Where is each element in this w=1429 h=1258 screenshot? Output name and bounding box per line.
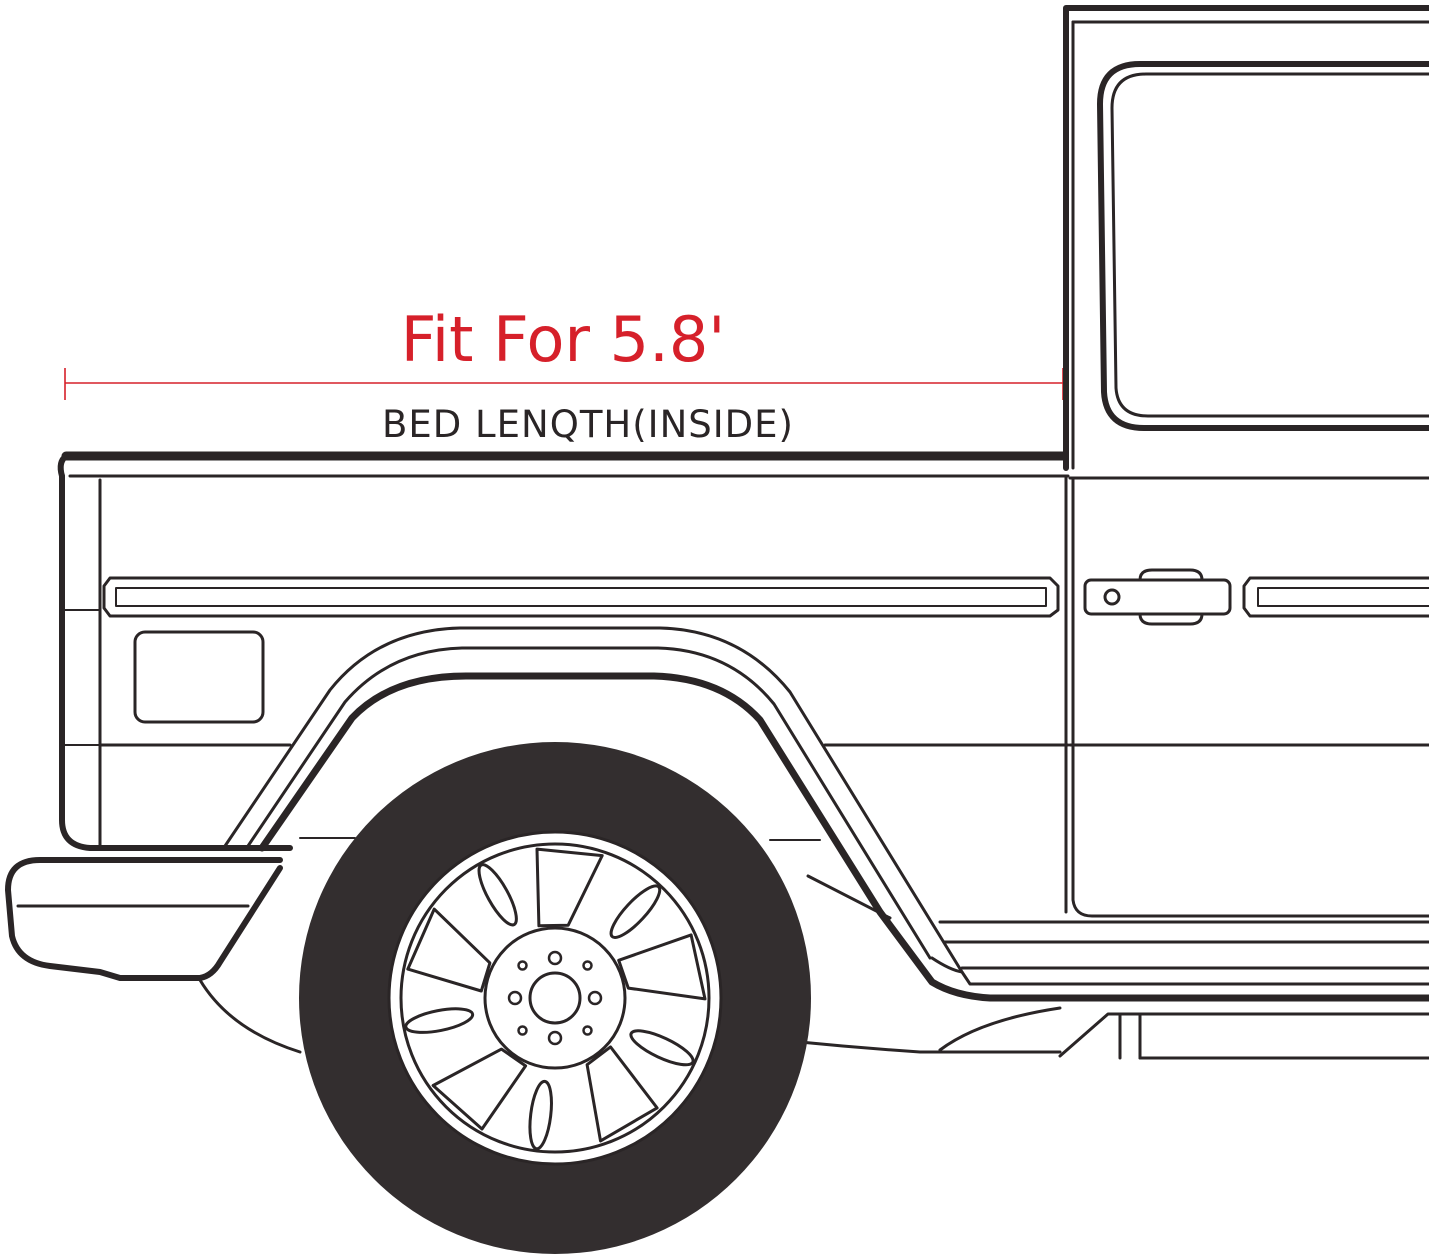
rear-bumper bbox=[5, 837, 821, 1054]
lug-nut bbox=[582, 1025, 593, 1036]
lug-nut bbox=[587, 990, 603, 1006]
wheel-window bbox=[609, 884, 662, 939]
tailgate bbox=[59, 473, 293, 851]
lug-nut bbox=[517, 960, 528, 971]
lug-nut bbox=[547, 1030, 563, 1046]
bed-side-trim bbox=[102, 576, 1060, 618]
door-handle bbox=[1083, 568, 1232, 626]
wheel-spoke bbox=[406, 907, 492, 993]
wheel-window bbox=[477, 863, 518, 927]
wheel-window bbox=[629, 1029, 695, 1067]
bed-length-caption: BED LENQTH(INSIDE) bbox=[382, 403, 794, 446]
rear-wheel bbox=[299, 742, 811, 1254]
fender-flare bbox=[223, 626, 1429, 1002]
truck-bed bbox=[57, 451, 1070, 914]
lug-nut bbox=[582, 960, 593, 971]
wheel-spoke bbox=[535, 847, 604, 928]
fit-for-label: Fit For 5.8' bbox=[400, 303, 726, 376]
cab bbox=[1063, 5, 1429, 918]
underbody bbox=[798, 874, 1429, 1060]
wheel-window bbox=[528, 1079, 553, 1151]
cab-door-outline bbox=[1071, 476, 1429, 918]
wheel-spoke bbox=[585, 1045, 659, 1143]
cab-rear-window bbox=[1097, 61, 1429, 431]
lug-nut bbox=[507, 990, 523, 1006]
lug-nuts bbox=[507, 950, 603, 1046]
wheel-spoke bbox=[617, 933, 707, 1001]
fuel-door bbox=[133, 630, 265, 724]
lug-nut bbox=[547, 950, 563, 966]
wheel-spoke bbox=[431, 1047, 528, 1131]
wheel-window bbox=[404, 1007, 475, 1034]
wheel-spokes bbox=[404, 847, 707, 1151]
lug-nut bbox=[517, 1025, 528, 1036]
